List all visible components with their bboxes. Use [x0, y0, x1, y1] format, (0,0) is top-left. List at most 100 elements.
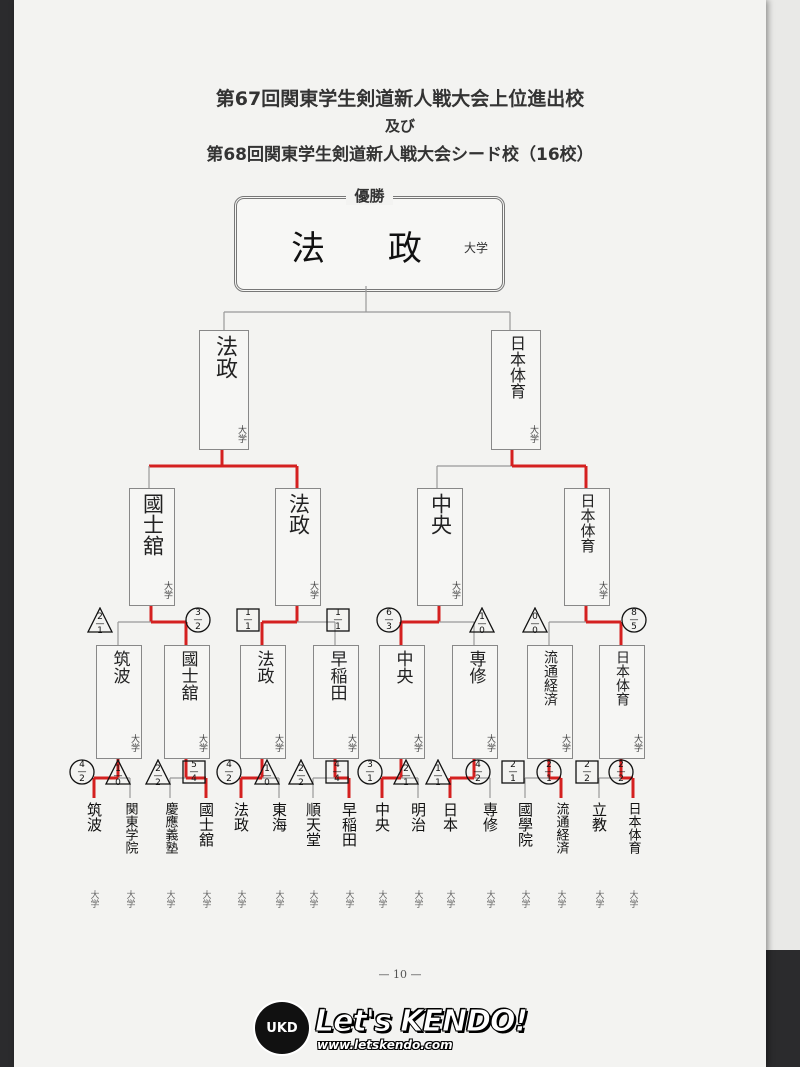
school-suffix: 大学	[307, 890, 318, 908]
qf-score-7: 8—5	[621, 607, 647, 633]
qf-score-2: 1—1	[235, 607, 261, 633]
semi-box-1: 法政大学	[275, 488, 321, 606]
semi-box-3: 日本体育大学	[564, 488, 610, 606]
r16-score-2: 2—2	[145, 759, 171, 788]
school-suffix: 大学	[412, 890, 423, 908]
school-name: 日本体育	[614, 650, 630, 706]
r16-school-0: 筑波大学	[85, 802, 103, 932]
qf-score-1: 3—2	[185, 607, 211, 633]
qf-box-7: 日本体育大学	[599, 645, 645, 759]
school-suffix: 大学	[124, 890, 135, 908]
champion-label: 優勝	[346, 187, 393, 205]
school-suffix: 大学	[519, 890, 530, 908]
school-suffix: 大学	[412, 734, 422, 752]
school-suffix: 大学	[236, 425, 246, 443]
school-name: 立教	[590, 802, 608, 832]
qf-score-4: 6—3	[376, 607, 402, 633]
final-box-left: 法政大学	[199, 330, 249, 450]
r16-school-15: 日本体育大学	[624, 802, 642, 932]
school-name: 流通経済	[553, 802, 569, 854]
school-name: 日本体育	[578, 493, 597, 553]
school-name: 関東学院	[122, 802, 138, 854]
school-suffix: 大学	[273, 890, 284, 908]
semi-box-2: 中央大学	[417, 488, 463, 606]
r16-score-13: 2—1	[536, 759, 562, 785]
school-suffix: 大学	[343, 890, 354, 908]
school-name: 法政	[286, 493, 311, 535]
school-name: 法政	[232, 802, 250, 832]
school-name: 中央	[392, 650, 413, 684]
school-name: 國士舘	[197, 802, 215, 847]
r16-school-14: 立教大学	[590, 802, 608, 932]
semi-box-0: 國士舘大学	[129, 488, 175, 606]
r16-school-12: 國學院大学	[516, 802, 534, 932]
title-line-1: 第67回関東学生剣道新人戦大会上位進出校	[215, 88, 585, 110]
school-suffix: 大学	[593, 890, 604, 908]
r16-score-7: 4—4	[324, 759, 350, 785]
r16-school-2: 慶應義塾大学	[161, 802, 179, 932]
school-suffix: 大学	[484, 890, 495, 908]
r16-score-11: 4—2	[465, 759, 491, 785]
r16-school-6: 順天堂大学	[304, 802, 322, 932]
school-suffix: 大学	[235, 890, 246, 908]
school-name: 早稲田	[326, 650, 347, 701]
r16-score-6: 2—2	[288, 759, 314, 788]
school-suffix: 大学	[632, 734, 642, 752]
school-name: 筑波	[85, 802, 103, 832]
school-suffix: 大学	[555, 890, 566, 908]
r16-score-4: 4—2	[216, 759, 242, 785]
r16-school-1: 関東学院大学	[121, 802, 139, 932]
r16-score-10: 1—1	[425, 759, 451, 788]
school-name: 國學院	[516, 802, 534, 847]
school-suffix: 大学	[444, 890, 455, 908]
qf-score-5: 1—0	[469, 607, 495, 636]
qf-box-3: 早稲田大学	[313, 645, 359, 759]
school-name: 法政	[212, 335, 237, 379]
r16-school-9: 明治大学	[409, 802, 427, 932]
school-suffix: 大学	[528, 425, 538, 443]
r16-score-1: 1—0	[105, 759, 131, 788]
watermark-logo: UKD Let's KENDO! www.letskendo.com	[253, 998, 543, 1056]
school-suffix: 大学	[129, 734, 139, 752]
qf-box-2: 法政大学	[240, 645, 286, 759]
page-number: — 10 —	[378, 968, 422, 981]
school-suffix: 大学	[485, 734, 495, 752]
school-name: 日本体育	[507, 335, 526, 399]
title-line-2: 及び	[384, 117, 415, 135]
r16-school-4: 法政大学	[232, 802, 250, 932]
champion-suffix: 大学	[463, 241, 488, 255]
school-name: 流通経済	[542, 650, 558, 706]
school-name: 専修	[465, 650, 486, 684]
school-suffix: 大学	[627, 890, 638, 908]
qf-box-1: 國士舘大学	[164, 645, 210, 759]
school-name: 順天堂	[304, 802, 322, 847]
qf-score-3: 1—1	[325, 607, 351, 633]
champion-name: 法 政	[291, 229, 448, 269]
r16-school-13: 流通経済大学	[552, 802, 570, 932]
logo-url: www.letskendo.com	[317, 1038, 453, 1052]
school-suffix: 大学	[200, 890, 211, 908]
school-name: 東海	[270, 802, 288, 832]
r16-school-5: 東海大学	[270, 802, 288, 932]
school-name: 筑波	[109, 650, 130, 684]
final-box-right: 日本体育大学	[491, 330, 541, 450]
school-name: 早稲田	[340, 802, 358, 847]
school-name: 明治	[409, 802, 427, 832]
qf-box-5: 専修大学	[452, 645, 498, 759]
r16-score-0: 4—2	[69, 759, 95, 785]
r16-score-12: 2—1	[500, 759, 526, 785]
school-name: 中央	[373, 802, 391, 832]
qf-score-0: 2—1	[87, 607, 113, 636]
school-name: 國士舘	[140, 493, 165, 556]
school-suffix: 大学	[164, 890, 175, 908]
school-suffix: 大学	[597, 581, 607, 599]
r16-score-14: 2—2	[574, 759, 600, 785]
school-suffix: 大学	[197, 734, 207, 752]
logo-badge: UKD	[253, 1000, 311, 1056]
school-name: 日本体育	[625, 802, 641, 854]
school-name: 慶應義塾	[162, 802, 178, 854]
r16-school-11: 専修大学	[481, 802, 499, 932]
school-suffix: 大学	[450, 581, 460, 599]
r16-score-9: 2—1	[393, 759, 419, 788]
